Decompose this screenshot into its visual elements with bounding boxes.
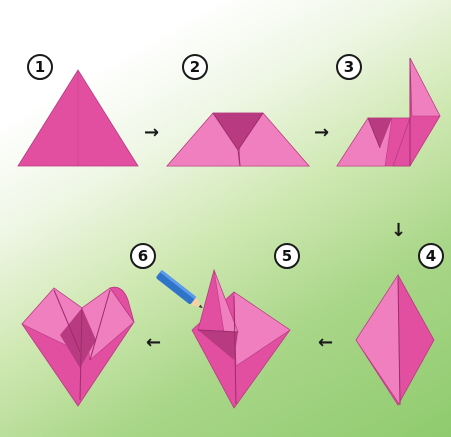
step-1-figure [17,69,139,167]
pencil-icon [156,269,203,309]
step-3-pocket [368,118,392,148]
step-3-number: 3 [336,54,362,80]
arrow-right-icon: → [314,122,330,143]
step-5-number: 5 [274,243,300,269]
arrow-down-icon: ↓ [391,220,407,241]
step-1-number: 1 [27,54,53,80]
step-6-number: 6 [130,243,156,269]
step-6-figure [21,286,135,407]
step-2-center-pocket [213,113,263,150]
step-2-number: 2 [182,54,208,80]
arrow-left-icon: ← [146,332,162,353]
arrow-left-icon: ← [318,332,334,353]
step-1-triangle [17,69,139,167]
arrow-right-icon: → [144,122,160,143]
step-3-figure [336,57,441,167]
step-2-figure [166,112,310,167]
step-4-figure [355,274,435,407]
step-5-figure [156,268,291,409]
step-4-number: 4 [418,243,444,269]
